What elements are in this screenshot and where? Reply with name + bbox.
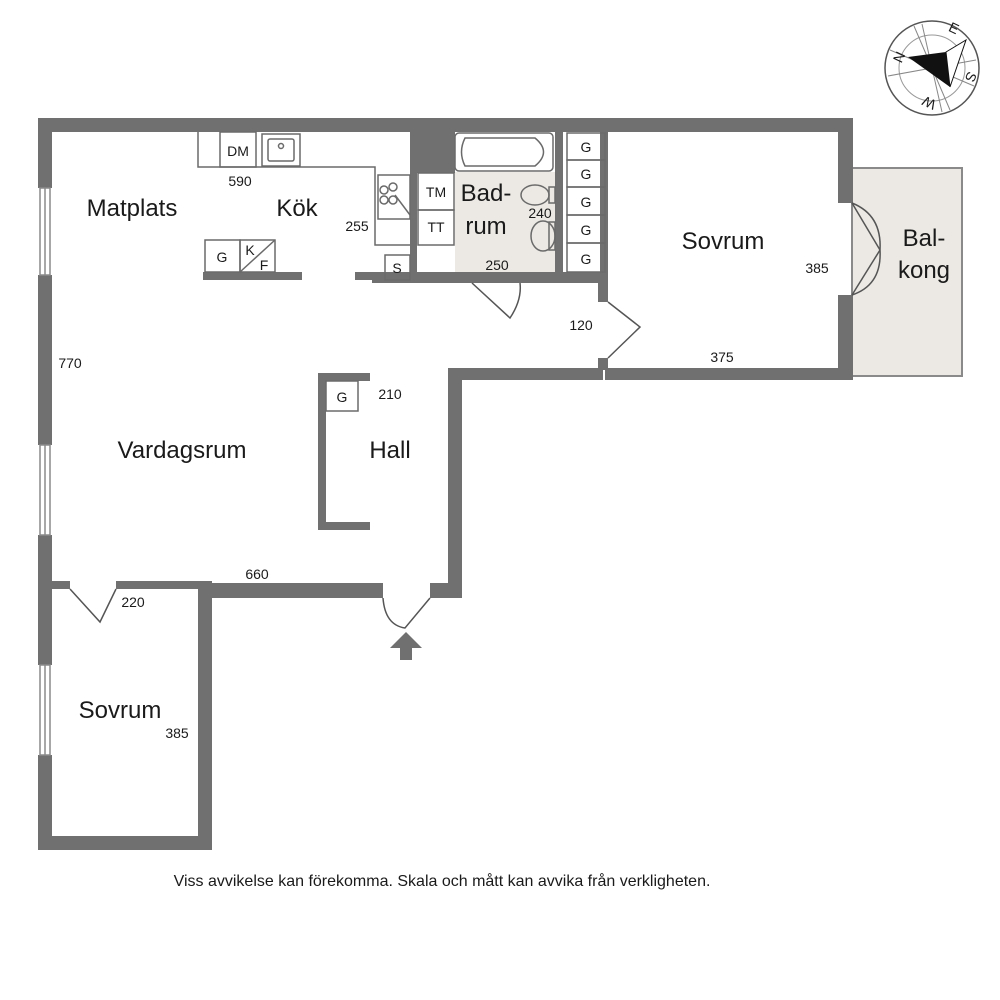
bathroom-fixtures xyxy=(417,132,556,252)
dim-hall-width: 210 xyxy=(378,386,402,402)
compass-needle-icon xyxy=(908,52,950,87)
hall-wardrobe-label: G xyxy=(337,389,348,405)
dim-living-width: 660 xyxy=(245,566,269,582)
compass: N E S W xyxy=(884,19,980,116)
dim-bath-depth: 240 xyxy=(528,205,552,221)
dim-bedroom-depth: 385 xyxy=(805,260,829,276)
wardrobe-label-3: G xyxy=(581,194,592,210)
wardrobe-label-4: G xyxy=(581,222,592,238)
windows xyxy=(39,187,51,756)
fridge-label: K xyxy=(245,242,255,258)
dryer-label: TT xyxy=(427,219,445,235)
balcony-floor xyxy=(851,167,963,377)
doors xyxy=(69,202,881,629)
room-kok: Kök xyxy=(276,195,318,222)
room-sovrum-main: Sovrum xyxy=(682,228,765,255)
wardrobe-column xyxy=(325,132,606,412)
bathroom-floor xyxy=(455,172,555,274)
washer-label: TM xyxy=(426,184,446,200)
room-balkong-line1: Bal- xyxy=(903,225,946,252)
room-balkong-line2: kong xyxy=(898,257,950,284)
wardrobe-label-5: G xyxy=(581,251,592,267)
dim-passage-width: 120 xyxy=(569,317,593,333)
dim-kitchen-width: 590 xyxy=(228,173,252,189)
wardrobe-label-1: G xyxy=(581,139,592,155)
room-vardagsrum: Vardagsrum xyxy=(118,437,247,464)
room-hall: Hall xyxy=(369,437,410,464)
dim-small-bedroom-depth: 385 xyxy=(165,725,189,741)
storage-label: S xyxy=(392,260,401,276)
room-badrum-line1: Bad- xyxy=(461,180,512,207)
dim-bath-width: 250 xyxy=(485,257,509,273)
disclaimer: Viss avvikelse kan förekomma. Skala och … xyxy=(174,872,711,890)
dim-small-bedroom-door: 220 xyxy=(121,594,145,610)
room-matplats: Matplats xyxy=(87,195,178,222)
wardrobe-label-2: G xyxy=(581,166,592,182)
entrance-arrow-icon xyxy=(390,632,422,660)
kitchen-counter xyxy=(197,131,411,281)
dim-kitchen-depth: 255 xyxy=(345,218,369,234)
room-sovrum-small: Sovrum xyxy=(79,697,162,724)
fridge-wardrobe-label: G xyxy=(217,249,228,265)
dim-bedroom-width: 375 xyxy=(710,349,734,365)
room-badrum-line2: rum xyxy=(465,213,506,240)
freezer-label: F xyxy=(260,257,269,273)
dim-living-depth: 770 xyxy=(58,355,82,371)
walls xyxy=(38,118,853,850)
dishwasher-label: DM xyxy=(227,143,249,159)
